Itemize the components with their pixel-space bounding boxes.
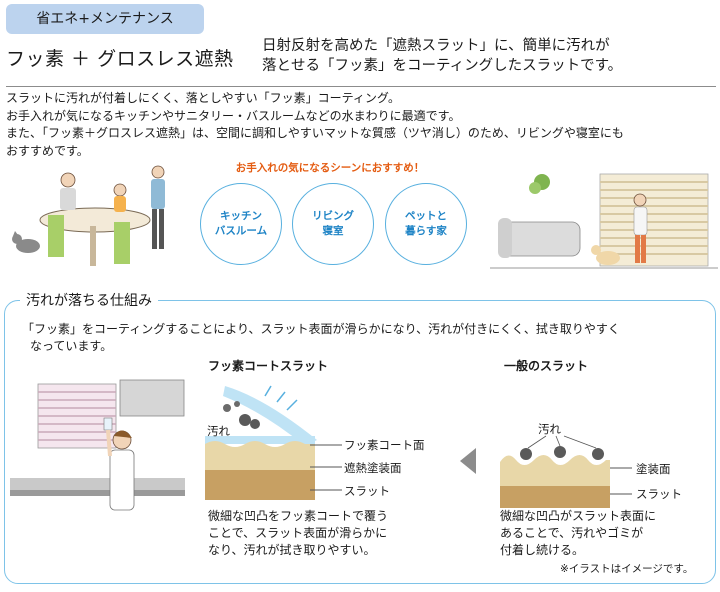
description-line: お手入れが気になるキッチンやサニタリー・バスルームなどの水まわりに最適です。 (6, 108, 461, 123)
mechanism-description: 「フッ素」をコーティングすることにより、スラット表面が滑らかになり、汚れが付きに… (22, 321, 662, 355)
intro-line: 日射反射を高めた「遮熱スラット」に、簡単に汚れが (262, 38, 610, 54)
coated-dirt-label: 汚れ (207, 424, 230, 438)
scene-living-bedroom: リビング寝室 (292, 183, 374, 265)
scene-label: キッチン (220, 210, 262, 222)
coated-slat-heading: フッ素コートスラット (208, 359, 329, 373)
coated-slat-diagram (205, 385, 317, 500)
mechanism-title: 汚れが落ちる仕組み (20, 290, 158, 310)
normal-caption: 微細な凹凸がスラット表面に あることで、汚れやゴミが 付着し続ける。 (500, 508, 656, 559)
scene-label: リビング (312, 210, 354, 222)
scene-pets: ペットと暮らす家 (385, 183, 467, 265)
mechanism-description-line: 「フッ素」をコーティングすることにより、スラット表面が滑らかになり、汚れが付きに… (22, 322, 620, 336)
divider (6, 86, 716, 87)
living-room-illustration (490, 173, 718, 269)
normal-caption-line: あることで、汚れやゴミが (500, 526, 644, 540)
layer-heat-shield-paint: 遮熱塗装面 (344, 461, 402, 475)
coated-caption-line: 微細な凹凸をフッ素コートで覆う (208, 509, 389, 523)
layer-fluorine-coat: フッ素コート面 (344, 438, 425, 452)
product-title: フッ素 ＋ グロスレス遮熱 (6, 48, 234, 70)
description-line: スラットに汚れが付着しにくく、落としやすい「フッ素」コーティング。 (6, 91, 400, 105)
description: スラットに汚れが付着しにくく、落としやすい「フッ素」コーティング。 お手入れが気… (6, 90, 706, 160)
description-line: おすすめです。 (6, 143, 89, 158)
intro-text: 日射反射を高めた「遮熱スラット」に、簡単に汚れが 落とせる「フッ素」をコーティン… (262, 36, 622, 76)
scene-kitchen-bath: キッチンバスルーム (200, 183, 282, 265)
compare-arrow-icon (460, 448, 476, 474)
illustration-note: ※イラストはイメージです。 (560, 563, 694, 575)
dining-family-illustration (12, 165, 165, 266)
layer-paint: 塗装面 (636, 462, 671, 476)
normal-caption-line: 微細な凹凸がスラット表面に (500, 509, 657, 523)
scene-label: 寝室 (322, 225, 344, 237)
layer-slat: スラット (344, 484, 390, 498)
kitchen-cleaning-illustration (10, 379, 185, 511)
coated-caption-line: なり、汚れが拭き取りやすい。 (208, 543, 376, 557)
description-line: また、「フッ素＋グロスレス遮熱」は、空間に調和しやすいマットな質感（ツヤ消し）の… (6, 126, 624, 140)
scene-label: バスルーム (214, 225, 268, 237)
recommend-heading: お手入れの気になるシーンにおすすめ！ (235, 162, 425, 174)
scene-label: ペットと (405, 210, 447, 222)
coated-leader-lines (310, 444, 342, 491)
layer-slat-normal: スラット (636, 487, 682, 501)
mechanism-panel (4, 300, 716, 584)
normal-slat-heading: 一般のスラット (504, 359, 589, 373)
category-badge: 省エネ+メンテナンス (6, 4, 204, 34)
coated-caption: 微細な凹凸をフッ素コートで覆う ことで、スラット表面が滑らかに なり、汚れが拭き… (208, 508, 388, 559)
scene-label: 暮らす家 (405, 225, 447, 237)
normal-dirt-label: 汚れ (538, 422, 561, 436)
coated-caption-line: ことで、スラット表面が滑らかに (208, 526, 388, 540)
intro-line: 落とせる「フッ素」をコーティングしたスラットです。 (262, 58, 623, 74)
mechanism-description-line: なっています。 (30, 339, 113, 353)
normal-caption-line: 付着し続ける。 (500, 543, 585, 557)
normal-slat-diagram (500, 435, 632, 508)
